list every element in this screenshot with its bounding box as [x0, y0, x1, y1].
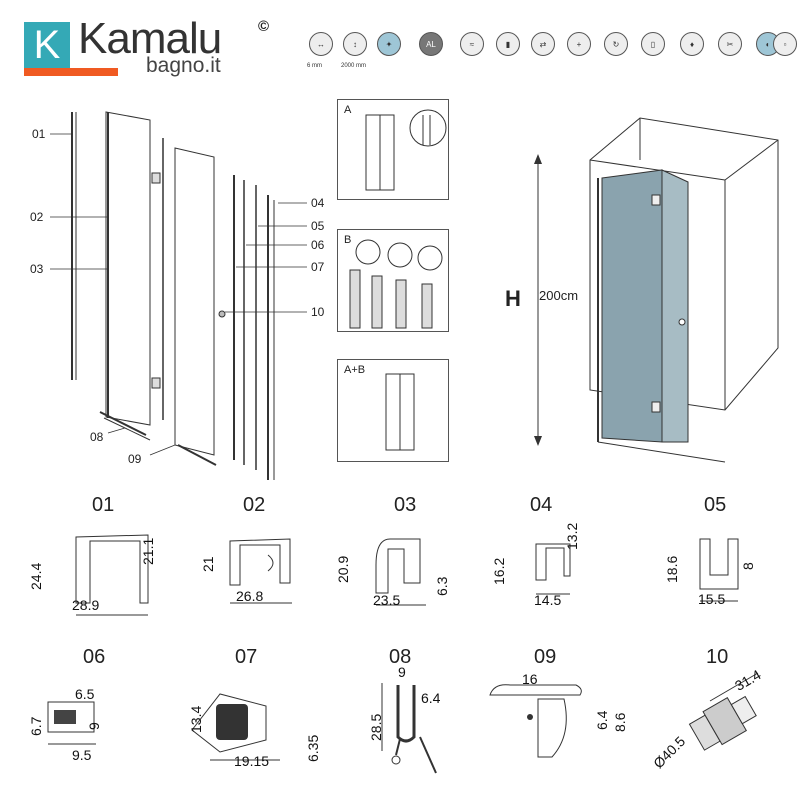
inset-a-drawing — [365, 109, 447, 191]
profile-01-dimension: 28.9 — [72, 597, 100, 613]
profile-title-10: 10 — [706, 646, 729, 668]
part-label-08: 08 — [90, 430, 104, 444]
profile-title-02: 02 — [243, 494, 266, 516]
installation-icon: ▫ — [773, 32, 797, 56]
wall-profile-icon: ▯ — [641, 32, 665, 56]
profile-drawing-05 — [699, 538, 739, 602]
profile-title-08: 08 — [389, 646, 412, 668]
logo-underline-bar — [24, 68, 118, 76]
profile-03-dimension: 23.5 — [373, 592, 401, 608]
brand-name: Kamalu — [78, 14, 222, 63]
glass-thickness-icon: ↔ — [309, 32, 333, 56]
part-label-05: 05 — [311, 219, 325, 233]
copyright-mark: © — [258, 18, 270, 35]
part-label-09: 09 — [128, 452, 142, 466]
hinge-icon: ▮ — [496, 32, 520, 56]
feature-caption: 2000 mm — [341, 63, 367, 69]
profile-04-dimension: 13.2 — [564, 522, 580, 550]
profile-07-dimension: 19.15 — [234, 753, 270, 769]
profile-drawing-10 — [688, 672, 759, 751]
profile-04-dimension: 14.5 — [534, 592, 562, 608]
handle-icon: ♦ — [680, 32, 704, 56]
profile-09-dimension: 8.6 — [612, 712, 628, 732]
inset-a-label: A — [344, 104, 352, 116]
profile-drawing-09 — [489, 684, 582, 758]
inset-b-drawing — [349, 239, 443, 329]
feature-caption: 6 mm — [307, 63, 322, 69]
reversible-icon: ⇄ — [531, 32, 555, 56]
brand-site: bagno.it — [146, 54, 221, 77]
part-label-10: 10 — [311, 305, 325, 319]
shower-enclosure-illustration — [534, 117, 779, 463]
profile-title-05: 05 — [704, 494, 727, 516]
part-label-06: 06 — [311, 238, 325, 252]
exploded-parts-diagram — [50, 111, 307, 480]
profile-07-dimension: 13.4 — [188, 705, 204, 733]
profile-05-dimension: 15.5 — [698, 591, 726, 607]
profile-title-09: 09 — [534, 646, 557, 668]
inset-config-a: A — [337, 99, 449, 200]
profile-drawing-02 — [229, 538, 292, 604]
profile-01-dimension: 24.4 — [28, 562, 44, 590]
logo-k-mark: K — [24, 22, 70, 68]
profile-title-01: 01 — [92, 494, 115, 516]
profile-05-dimension: 8 — [740, 562, 756, 570]
part-label-02: 02 — [30, 210, 44, 224]
profile-06-dimension: 6.5 — [75, 686, 95, 702]
profile-drawing-08 — [381, 683, 437, 774]
profile-08-dimension: 9 — [398, 664, 406, 680]
profile-09-dimension: 16 — [522, 671, 538, 687]
part-label-03: 03 — [30, 262, 44, 276]
part-label-07: 07 — [311, 260, 325, 274]
profile-01-dimension: 21.1 — [140, 537, 156, 565]
profile-drawing-01 — [75, 534, 149, 616]
profile-drawing-07 — [191, 693, 280, 761]
tools-icon: ✂ — [718, 32, 742, 56]
inset-config-b: B — [337, 229, 449, 332]
profile-05-dimension: 18.6 — [664, 555, 680, 583]
profile-drawing-03 — [375, 538, 426, 606]
profile-02-dimension: 21 — [200, 556, 216, 572]
profile-title-07: 07 — [235, 646, 258, 668]
profile-08-dimension: 6.4 — [421, 690, 441, 706]
profile-title-06: 06 — [83, 646, 106, 668]
profile-02-dimension: 26.8 — [236, 588, 264, 604]
inset-b-label: B — [344, 234, 352, 246]
profile-drawing-04 — [535, 543, 571, 595]
inset-config-ab: A+B — [337, 359, 449, 462]
profile-06-dimension: 9.5 — [72, 747, 92, 763]
inset-ab-label: A+B — [344, 364, 366, 376]
height-letter: H — [505, 286, 521, 311]
easy-clean-glass-icon: ✦ — [377, 32, 401, 56]
profile-drawing-06 — [47, 701, 96, 745]
profile-03-dimension: 20.9 — [335, 555, 351, 583]
profile-09-dimension: 6.4 — [594, 710, 610, 730]
profile-08-dimension: 28.5 — [368, 713, 384, 741]
profile-06-dimension: 6.7 — [28, 716, 44, 736]
profile-03-dimension: 6.3 — [434, 576, 450, 596]
seal-icon: ≈ — [460, 32, 484, 56]
aluminium-icon: AL — [419, 32, 443, 56]
inset-ab-drawing — [385, 373, 415, 451]
combinable-icon: + — [567, 32, 591, 56]
profile-title-03: 03 — [394, 494, 417, 516]
profile-title-04: 04 — [530, 494, 553, 516]
height-value: 200cm — [539, 288, 579, 303]
part-label-01: 01 — [32, 127, 46, 141]
height-icon: ↕ — [343, 32, 367, 56]
rotation-icon: ↻ — [604, 32, 628, 56]
profile-07-dimension: 6.35 — [305, 734, 321, 762]
part-label-04: 04 — [311, 196, 325, 210]
profile-04-dimension: 16.2 — [491, 557, 507, 585]
profile-06-dimension: 9 — [86, 722, 102, 730]
